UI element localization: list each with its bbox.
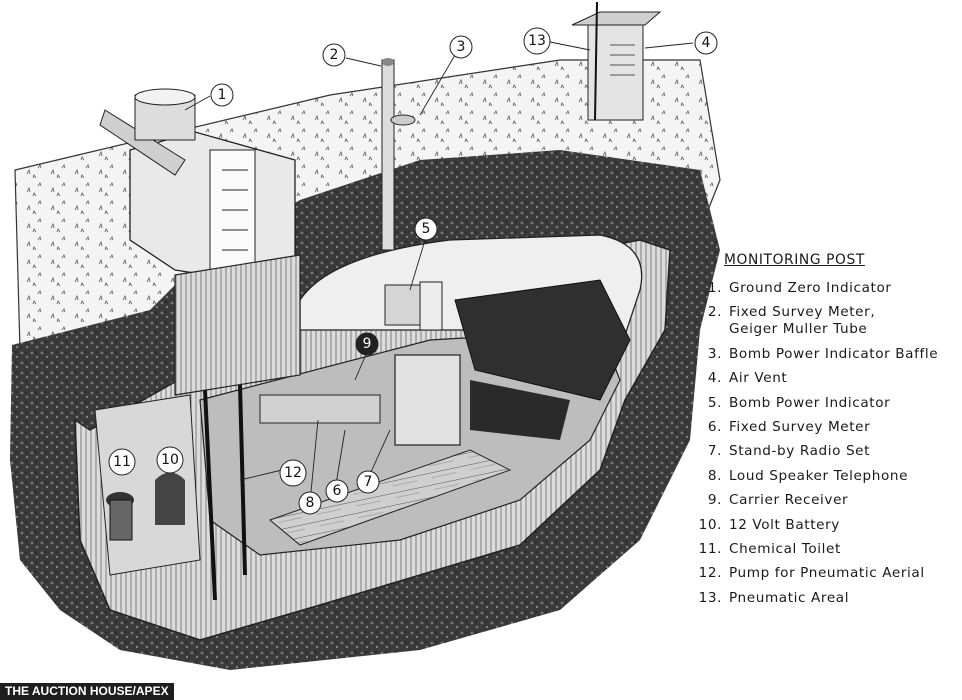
svg-text:9: 9 [363,336,372,352]
legend-item: 1.Ground Zero Indicator [707,280,892,296]
legend-item: 11.Chemical Toilet [698,540,841,557]
svg-text:7: 7 [364,474,373,490]
svg-text:3: 3 [457,39,466,55]
legend-item: 13.Pneumatic Areal [698,589,850,606]
legend-item: 9.Carrier Receiver [707,492,849,509]
callout-5: 5 [414,217,438,241]
callout-4: 4 [694,31,718,55]
callout-9: 9 [355,332,379,356]
svg-text:8: 8 [306,495,315,511]
callout-7: 7 [356,470,380,494]
callout-13: 13 [523,27,551,55]
svg-text:12: 12 [284,465,302,481]
svg-text:11: 11 [113,454,131,470]
svg-text:4: 4 [702,35,711,51]
legend-item: 4.Air Vent [707,370,788,387]
callout-12: 12 [279,459,307,487]
callout-11: 11 [108,448,136,476]
svg-text:6: 6 [333,483,342,499]
legend: MONITORING POST 1.Ground Zero Indicator … [694,252,959,614]
callout-10: 10 [156,446,184,474]
callout-2: 2 [322,43,346,67]
legend-item: 7.Stand-by Radio Set [707,443,871,460]
surface-instruments [381,1,662,251]
entrance-shaft [94,88,301,601]
callout-8: 8 [298,491,322,515]
callout-1: 1 [210,83,234,107]
legend-item: 10.12 Volt Battery [698,516,840,533]
callout-3: 3 [449,35,473,59]
legend-item: 12.Pump for Pneumatic Aerial [698,565,925,582]
legend-title: MONITORING POST [724,252,865,268]
legend-item: 2.Fixed Survey Meter, Geiger Muller Tube [707,304,876,338]
legend-item: 8.Loud Speaker Telephone [707,467,909,484]
callout-6: 6 [325,479,349,503]
legend-item: 6.Fixed Survey Meter [707,418,871,435]
svg-text:10: 10 [161,452,179,468]
legend-item: 3.Bomb Power Indicator Baffle [707,345,939,362]
svg-text:2: 2 [330,47,339,63]
legend-item: 5.Bomb Power Indicator [707,394,891,411]
svg-text:1: 1 [218,87,227,103]
photo-credit: THE AUCTION HOUSE/APEX [0,683,174,700]
svg-text:5: 5 [422,221,431,237]
svg-text:13: 13 [528,33,546,49]
legend-list: 1.Ground Zero Indicator 2.Fixed Survey M… [694,280,959,607]
